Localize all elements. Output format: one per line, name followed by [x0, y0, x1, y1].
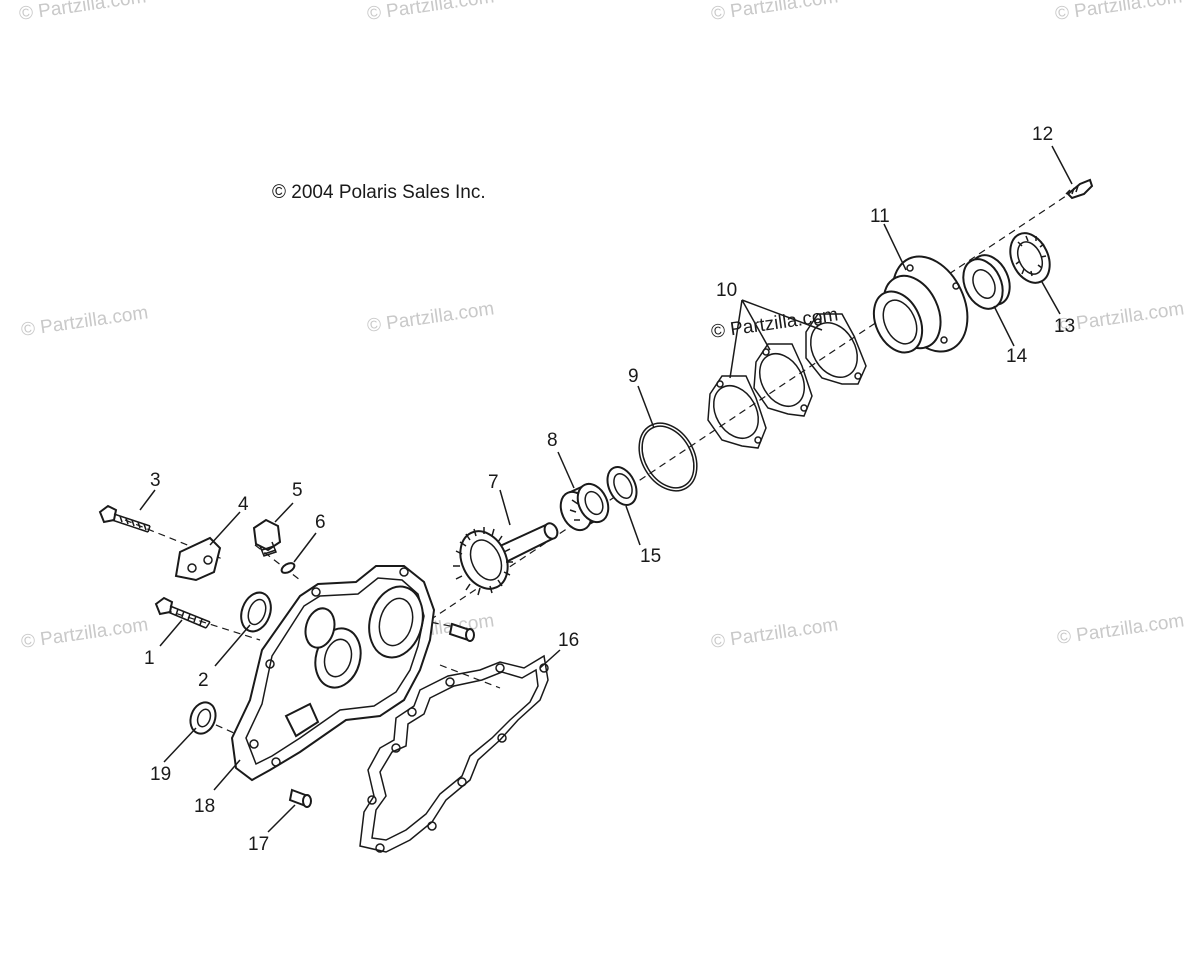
- part-8-bearing: [559, 482, 610, 532]
- callout-5: 5: [292, 480, 303, 501]
- callout-8: 8: [547, 430, 558, 451]
- callout-2: 2: [198, 670, 209, 691]
- part-10-gaskets: [707, 313, 867, 449]
- watermark: © Partzilla.com: [1056, 610, 1186, 649]
- callout-18: 18: [194, 796, 215, 817]
- callout-6: 6: [315, 512, 326, 533]
- callout-3: 3: [150, 470, 161, 491]
- part-1-bolt: [154, 596, 211, 629]
- watermark: © Partzilla.com: [20, 614, 150, 653]
- watermark: © Partzilla.com: [20, 302, 150, 341]
- leader-lines: [139, 145, 1073, 833]
- part-13-nut: [1009, 232, 1051, 284]
- part-5-fitting: [252, 518, 282, 557]
- part-12-bolt: [1065, 178, 1094, 200]
- part-4-bracket: [174, 536, 222, 582]
- part-9-o-ring: [638, 422, 698, 492]
- callout-11: 11: [870, 206, 890, 227]
- callout-13: 13: [1054, 316, 1075, 337]
- part-15-seal: [606, 466, 638, 506]
- watermark: © Partzilla.com: [710, 0, 840, 25]
- watermark: © Partzilla.com: [710, 614, 840, 653]
- callout-19: 19: [150, 764, 171, 785]
- callout-numbers: 1 2 3 4 5 6 7 8 9 10 11 12 13 14 15 16 1…: [144, 124, 1075, 855]
- watermark: © Partzilla.com: [1056, 298, 1186, 337]
- callout-15: 15: [640, 546, 661, 567]
- callout-1: 1: [144, 648, 155, 669]
- part-6-washer: [280, 562, 296, 574]
- callout-7: 7: [488, 472, 499, 493]
- part-2-seal: [240, 591, 272, 633]
- callout-4: 4: [238, 494, 249, 515]
- watermark: © Partzilla.com: [1054, 0, 1184, 25]
- watermark: © Partzilla.com: [18, 0, 148, 25]
- part-11-flange-housing: [872, 255, 969, 354]
- part-7-bevel-gear-shaft: [453, 522, 559, 596]
- callout-9: 9: [628, 366, 639, 387]
- callout-14: 14: [1006, 346, 1028, 367]
- part-17-dowel-pin: [288, 788, 312, 808]
- part-18-housing-cover: [230, 565, 475, 782]
- part-3-bolt: [98, 504, 151, 533]
- callout-10: 10: [716, 280, 737, 301]
- watermark: © Partzilla.com: [366, 0, 496, 25]
- callout-17: 17: [248, 834, 269, 855]
- callout-12: 12: [1032, 124, 1053, 145]
- watermark: © Partzilla.com: [366, 298, 496, 337]
- part-19-seal: [189, 701, 217, 735]
- copyright-notice: © 2004 Polaris Sales Inc.: [272, 182, 486, 203]
- callout-16: 16: [558, 630, 579, 651]
